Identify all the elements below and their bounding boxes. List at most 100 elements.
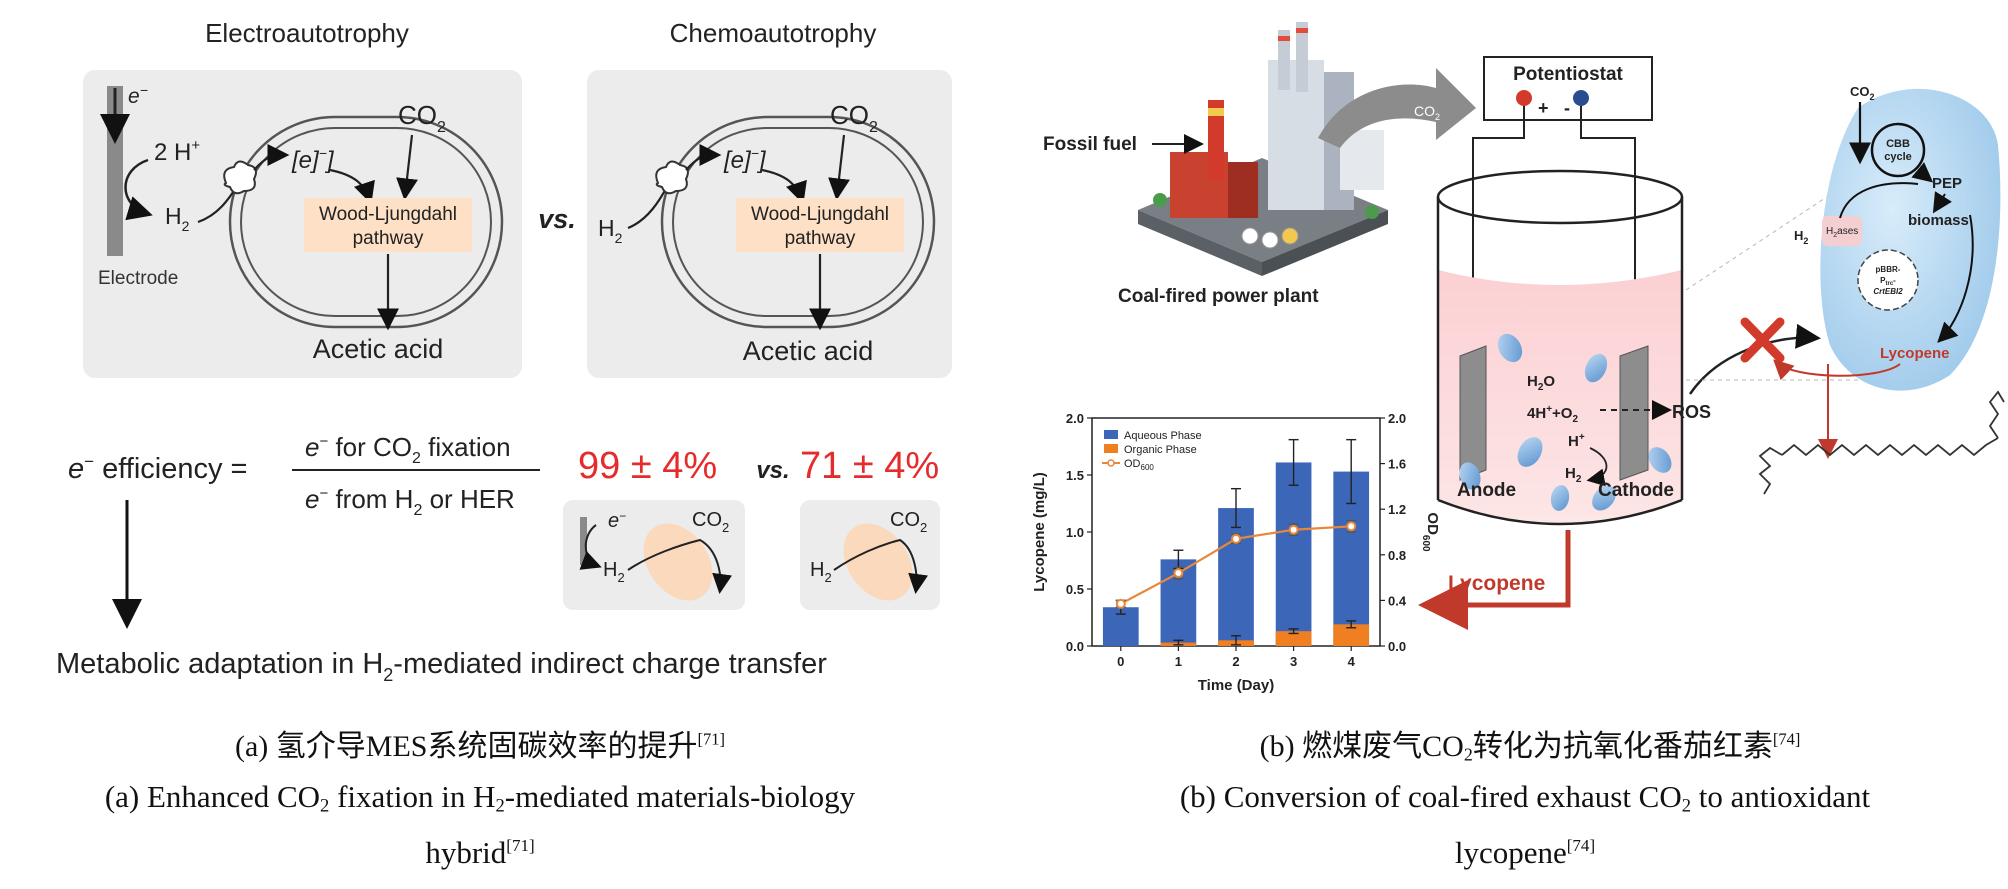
caption-b-cn-sub: 2 — [1463, 744, 1473, 765]
lycopene-structure — [1781, 437, 1999, 457]
electro-pathway-line1: Wood-Ljungdahl — [319, 204, 457, 225]
h2-energy-arrow — [1839, 182, 1919, 219]
electroautotrophy-title: Electroautotrophy — [205, 18, 409, 48]
caption-b-chinese: (b) 燃煤废气CO2转化为抗氧化番茄红素[74] — [1080, 721, 1980, 766]
legend-label-organic: Organic Phase — [1124, 444, 1197, 456]
chemo-pathway-line2: pathway — [785, 228, 856, 249]
caption-a-chinese-ref: [71] — [697, 729, 725, 749]
caption-b-en-ref: [74] — [1566, 836, 1596, 856]
efficiency-vs-label: vs. — [756, 457, 789, 484]
od-point — [1115, 598, 1126, 609]
cell-lycopene-label: Lycopene — [1880, 345, 1949, 362]
electro-pathway-line2: pathway — [353, 228, 424, 249]
aqueous-bar — [1275, 462, 1312, 646]
ros-label: ROS — [1672, 402, 1711, 422]
y2-axis-label: OD600 — [1420, 512, 1441, 552]
y-tick-label: 2.0 — [1066, 411, 1084, 426]
electro-efficiency-value: 99 ± 4% — [578, 445, 717, 487]
plasmid-label-2: Ptrc- — [1880, 276, 1896, 287]
chemo-mini-co2: CO2 — [890, 509, 927, 535]
y2-tick-label: 0.0 — [1388, 639, 1406, 654]
bacterium — [1584, 353, 1608, 383]
x-axis-label: Time (Day) — [1198, 677, 1274, 694]
x-tick-label: 1 — [1175, 654, 1182, 669]
bacterium — [1648, 447, 1672, 473]
chemo-co2-arrow — [828, 134, 850, 201]
chemo-cell-inner — [672, 127, 924, 317]
anode-plate — [1459, 345, 1487, 481]
caption-a-en-part1: (a) Enhanced CO — [104, 779, 321, 814]
bacterium — [1550, 485, 1570, 511]
chemo-cell-outer — [660, 115, 936, 329]
bacterium — [1517, 437, 1543, 467]
y-tick-label: 1.5 — [1066, 468, 1084, 483]
caption-a-en-part2: fixation in H — [329, 779, 496, 814]
legend-marker-od — [1107, 459, 1115, 467]
caption-a-chinese-text: (a) 氢介导MES系统固碳效率的提升 — [235, 730, 698, 763]
y-tick-label: 1.0 — [1066, 525, 1084, 540]
caption-b-cn-ref: [74] — [1772, 729, 1801, 749]
x-tick-label: 2 — [1232, 654, 1239, 669]
cell-co2-label: CO2 — [1850, 84, 1875, 102]
caption-b-en-sub: 2 — [1681, 795, 1692, 817]
lycopene-output-label: Lycopene — [1448, 572, 1545, 595]
vs-label: vs. — [538, 204, 576, 234]
chemo-electron-to-pathway-arrow — [761, 168, 807, 205]
electro-hydrogenase — [223, 160, 257, 195]
caption-b-english-line1: (b) Conversion of coal-fired exhaust CO2… — [1050, 779, 2000, 818]
zoom-guide-top — [1685, 174, 1861, 291]
legend-swatch-aqueous — [1104, 430, 1118, 439]
cycle-label: cycle — [1884, 151, 1912, 163]
caption-b-cn-part2: 转化为抗氧化番茄红素 — [1472, 730, 1773, 763]
biomass-label: biomass — [1908, 212, 1969, 229]
electro-mini-co2: CO2 — [692, 509, 729, 535]
h2o-label: H2O — [1527, 373, 1555, 393]
organic-bar — [1275, 631, 1312, 646]
caption-a-english-line1: (a) Enhanced CO2 fixation in H2-mediated… — [0, 779, 960, 818]
cathode-wire — [1580, 106, 1636, 356]
electro-cell-inner — [240, 127, 492, 317]
electro-pathway-box — [304, 198, 472, 252]
electro-co2-arrow — [396, 134, 418, 201]
potentiostat-label: Potentiostat — [1513, 64, 1623, 85]
x-tick-label: 0 — [1117, 654, 1124, 669]
caption-a-chinese: (a) 氢介导MES系统固碳效率的提升[71] — [80, 721, 880, 765]
hydrogenase-label: H2ases — [1826, 226, 1858, 239]
lycopene-output-arrow — [1418, 530, 1571, 630]
electro-electron-transfer-arrow — [253, 144, 290, 171]
oer-reaction-label: 4H++O2 — [1527, 404, 1578, 425]
electro-product-label: Acetic acid — [313, 334, 444, 364]
plasmid-label-3: CrtEBI2 — [1873, 287, 1903, 296]
her-arrow — [1586, 447, 1608, 487]
negative-terminal — [1573, 90, 1589, 106]
lycopene-structure-end-right — [1988, 390, 2005, 439]
legend-swatch-organic — [1104, 444, 1118, 453]
od-point — [1173, 568, 1184, 579]
x-tick-label: 3 — [1290, 654, 1297, 669]
chemoautotrophy-title: Chemoautotrophy — [670, 18, 877, 48]
co2-arrow-label: CO2 — [1414, 103, 1440, 122]
chemo-hydrogenase — [655, 160, 689, 195]
electro-co2-label: CO2 — [398, 100, 446, 136]
electro-electron-bracket: [e]−] — [291, 145, 335, 174]
chemo-pathway-line1: Wood-Ljungdahl — [751, 204, 889, 225]
lycopene-ros-feedback-arrow — [1773, 359, 1901, 381]
chemo-product-label: Acetic acid — [743, 336, 874, 366]
efficiency-label: e− efficiency = — [68, 452, 248, 485]
chemo-h2-label: H2 — [598, 215, 623, 246]
electro-box — [83, 70, 522, 378]
proton-reduction-arrow — [124, 158, 153, 221]
electrode-label: Electrode — [98, 268, 178, 289]
y-tick-label: 0.0 — [1066, 639, 1084, 654]
fossil-fuel-label: Fossil fuel — [1043, 134, 1137, 155]
chemo-mini-flow-arrow — [833, 538, 929, 594]
electrode-electron-label: e− — [128, 82, 148, 108]
anode-label: Anode — [1457, 480, 1516, 501]
chemo-pathway-box — [736, 198, 904, 252]
proton-label: 2 H+ — [154, 137, 200, 166]
bacterium — [1459, 462, 1481, 490]
reactor-bottom — [1437, 498, 1683, 526]
lycopene-structure-end-left — [1758, 446, 1783, 495]
pep-to-biomass-arrow — [1932, 191, 1952, 214]
